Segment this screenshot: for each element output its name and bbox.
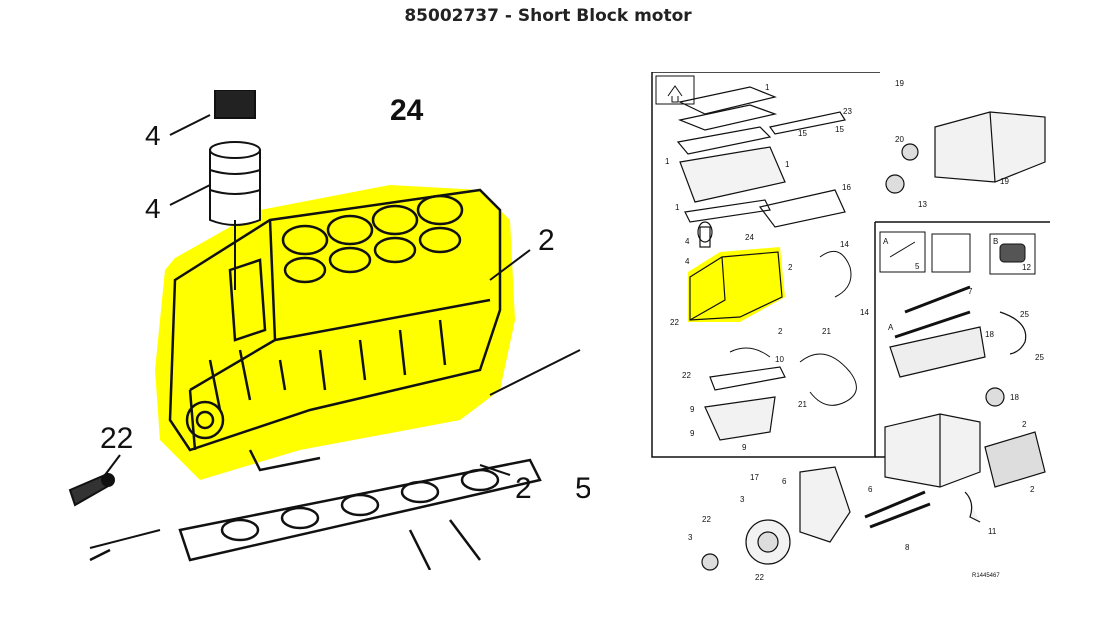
- callout-r-2c: 2: [1022, 420, 1027, 429]
- overview-svg: 1 19 23 15 15 1 1 1 16 20 13 19 24 4 4 2…: [651, 71, 1050, 582]
- wiring-harness: [729, 250, 857, 406]
- callout-r-22c: 22: [702, 515, 711, 524]
- callout-r-11: 11: [988, 527, 997, 536]
- callout-r-9c: 9: [742, 443, 747, 452]
- callout-r-24: 24: [745, 233, 754, 242]
- timing-cover-drawing: [701, 466, 931, 571]
- callout-r-8: 8: [905, 543, 910, 552]
- detail-boxes: [879, 231, 1036, 275]
- upper-right-block-drawing: [885, 111, 1046, 194]
- callout-r-2b: 2: [778, 327, 783, 336]
- callout-r-25b: 25: [1035, 353, 1044, 362]
- overview-exploded-diagram: 1 19 23 15 15 1 1 1 16 20 13 19 24 4 4 2…: [650, 71, 1050, 592]
- short-block-highlight: [155, 185, 515, 480]
- callout-r-23: 23: [843, 107, 852, 116]
- callout-r-21b: 21: [798, 400, 807, 409]
- callout-r-22a: 22: [670, 318, 679, 327]
- callout-r-B: B: [993, 237, 998, 246]
- cylinder-head-parts: [676, 86, 846, 228]
- callout-r-22b: 22: [682, 371, 691, 380]
- callout-r-15a: 15: [798, 129, 807, 138]
- callout-4-bottom: 4: [145, 193, 161, 224]
- leader-lines: [89, 114, 581, 549]
- engine-block-drawing: [168, 188, 502, 452]
- callout-r-6a: 6: [782, 477, 787, 486]
- callout-r-A: A: [883, 237, 889, 246]
- callout-r-14a: 14: [840, 240, 849, 249]
- callout-r-10: 10: [775, 355, 784, 364]
- callout-r-12: 12: [1022, 263, 1031, 272]
- callout-5-partial: 5: [575, 472, 590, 505]
- callout-r-17: 17: [750, 473, 759, 482]
- callout-r-1b: 1: [665, 157, 670, 166]
- callout-r-4a: 4: [685, 237, 690, 246]
- callout-r-1a: 1: [765, 83, 770, 92]
- callout-r-1c: 1: [785, 160, 790, 169]
- zoomed-engine-diagram: 24 4 4 2 22 2 5: [60, 89, 592, 571]
- lower-block-drawing: [884, 413, 1046, 523]
- callout-r-19b: 19: [1000, 177, 1009, 186]
- callout-24: 24: [390, 94, 424, 127]
- oil-pan-drawing: [704, 366, 786, 441]
- callout-r-18a: 18: [985, 330, 994, 339]
- callout-r-5: 5: [915, 262, 920, 271]
- callout-r-9b: 9: [690, 429, 695, 438]
- zoomed-engine-svg: 24 4 4 2 22 2 5: [68, 89, 592, 571]
- callout-r-15b: 15: [835, 125, 844, 134]
- callout-r-13: 13: [918, 200, 927, 209]
- callout-r-A2: A: [888, 323, 894, 332]
- callout-r-18b: 18: [1010, 393, 1019, 402]
- callout-r-21a: 21: [822, 327, 831, 336]
- callout-r-4b: 4: [685, 257, 690, 266]
- callout-4-top: 4: [145, 120, 161, 151]
- callout-r-20: 20: [895, 135, 904, 144]
- sensor-22-drawing: [68, 473, 115, 507]
- small-block-drawing: [689, 221, 783, 321]
- frame-lines: [651, 71, 1050, 458]
- cylinder-liner-drawing: [209, 89, 261, 290]
- callout-22: 22: [100, 422, 133, 455]
- page-title: 85002737 - Short Block motor: [404, 6, 692, 26]
- valvetrain-parts: [889, 285, 1027, 407]
- callout-r-25a: 25: [1020, 310, 1029, 319]
- short-block-highlight-small: [688, 247, 785, 322]
- info-box: [655, 75, 695, 105]
- callout-r-19a: 19: [895, 79, 904, 88]
- callout-r-6b: 6: [868, 485, 873, 494]
- callout-r-3b: 3: [688, 533, 693, 542]
- callout-r-14b: 14: [860, 308, 869, 317]
- callout-r-16: 16: [842, 183, 851, 192]
- callout-r-ref: R1445467: [972, 573, 1000, 579]
- bearing-ladder-drawing: [89, 449, 542, 571]
- callout-r-2d: 2: [1030, 485, 1035, 494]
- callout-2-right: 2: [538, 224, 555, 257]
- callout-r-7: 7: [968, 287, 973, 296]
- callout-r-3a: 3: [740, 495, 745, 504]
- callout-r-22d: 22: [755, 573, 764, 582]
- callout-r-1d: 1: [675, 203, 680, 212]
- callout-r-9a: 9: [690, 405, 695, 414]
- callout-2-bottom: 2: [515, 472, 532, 505]
- callout-r-2a: 2: [788, 263, 793, 272]
